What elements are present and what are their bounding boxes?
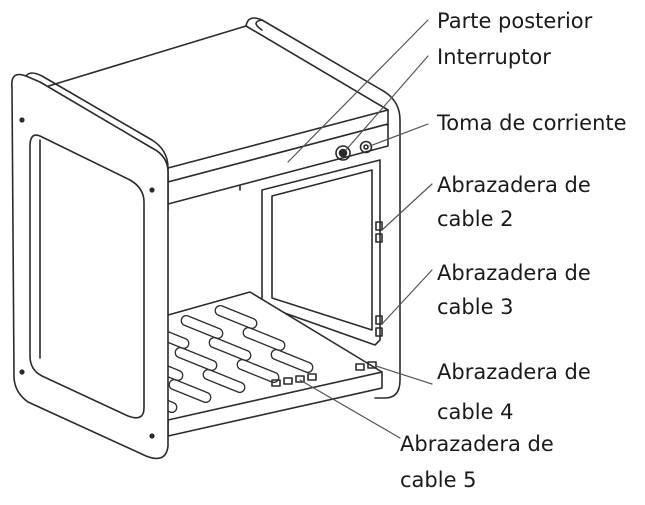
label-toma-corriente-text: Toma de corriente (437, 111, 627, 135)
leader-parte-posterior (287, 19, 429, 163)
leader-toma-corriente (369, 123, 429, 147)
leader-abrazadera-5 (299, 379, 401, 439)
left-end-panel-depth (25, 72, 169, 169)
cable-clamp-3-icon (375, 315, 383, 337)
label-abrazadera-5: Abrazadera de cable 5 (400, 426, 554, 498)
label-abrazadera-4: Abrazadera de cable 4 (437, 352, 591, 432)
left-panel-window (29, 134, 145, 419)
label-abrazadera-3-line2: cable 3 (437, 295, 514, 319)
label-abrazadera-2: Abrazadera de cable 2 (437, 168, 591, 236)
left-end-panel (10, 73, 169, 460)
leader-abrazadera-2 (381, 183, 433, 231)
power-socket-icon (359, 140, 373, 154)
label-abrazadera-3: Abrazadera de cable 3 (437, 256, 591, 324)
leader-abrazadera-3 (381, 269, 433, 325)
label-abrazadera-4-line1: Abrazadera de (437, 360, 591, 384)
cable-clamp-4-icon (355, 361, 377, 371)
cable-clamp-5-icon (271, 373, 317, 387)
label-abrazadera-2-line1: Abrazadera de (437, 173, 591, 197)
leader-interruptor (345, 55, 429, 151)
label-abrazadera-5-line1: Abrazadera de (400, 432, 554, 456)
label-abrazadera-2-line2: cable 2 (437, 207, 514, 231)
label-parte-posterior-text: Parte posterior (437, 9, 593, 33)
leader-abrazadera-4 (375, 365, 433, 385)
screw-icons (19, 117, 155, 439)
label-abrazadera-3-line1: Abrazadera de (437, 261, 591, 285)
right-panel-window-inner (271, 169, 373, 331)
right-panel-window (261, 159, 381, 346)
label-abrazadera-5-line2: cable 5 (400, 468, 477, 492)
label-parte-posterior: Parte posterior (437, 8, 592, 34)
label-interruptor-text: Interruptor (437, 45, 551, 69)
cable-clamp-2-icon (375, 221, 383, 243)
label-interruptor: Interruptor (437, 44, 551, 70)
power-switch-icon (335, 145, 351, 161)
label-toma-corriente: Toma de corriente (437, 110, 627, 136)
label-abrazadera-4-line2: cable 4 (437, 400, 514, 424)
leader-lines (287, 19, 433, 439)
